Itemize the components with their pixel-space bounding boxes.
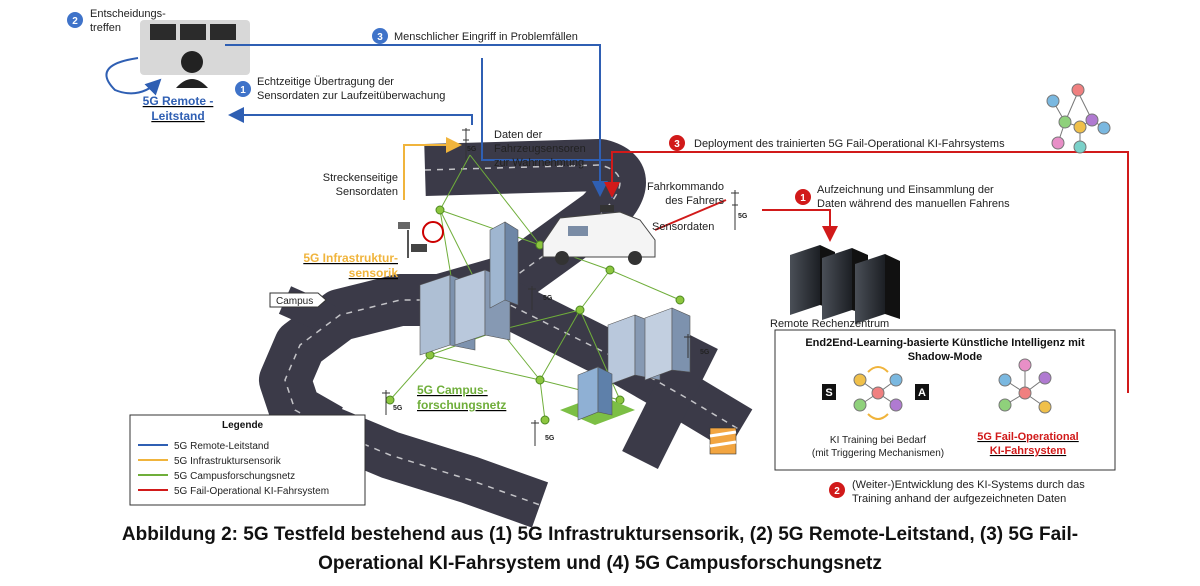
decision-meeting-label-2: treffen — [90, 22, 121, 34]
fiveg-tag: 5G — [393, 405, 403, 412]
driver-command-arrow — [654, 199, 727, 231]
figure-caption-line-2: Operational KI-Fahrsystem und (4) 5G Cam… — [318, 553, 882, 574]
badge-3-red — [669, 135, 685, 151]
fiveg-tag: 5G — [738, 213, 748, 220]
badges — [67, 12, 845, 498]
decision-meeting-label: Entscheidungs- — [90, 8, 166, 20]
antenna-tower — [462, 128, 470, 160]
development-label: (Weiter-)Entwicklung des KI-Systems durc… — [852, 479, 1085, 491]
remote-datacenter-label: Remote Rechenzentrum — [770, 318, 889, 330]
realtime-label: Echtzeitige Übertragung der — [257, 76, 394, 88]
badge-1-red — [795, 189, 811, 205]
campus-net-title: 5G Campus- — [417, 383, 488, 397]
sensordata-label: Sensordaten — [652, 221, 714, 233]
ki-training-label: KI Training bei Bedarf — [830, 435, 926, 446]
antenna-tower — [382, 390, 390, 415]
recording-arrow — [762, 209, 838, 242]
failop-network-icon — [998, 358, 1052, 414]
state-label: S — [825, 387, 832, 399]
construction-barrier — [709, 427, 737, 455]
vehicle — [542, 205, 656, 265]
badge-1-red-num: 1 — [800, 193, 806, 204]
campus-sign: Campus — [269, 292, 327, 308]
fiveg-tag: 5G — [700, 349, 710, 356]
legend-box — [129, 414, 366, 506]
infra-title: 5G Infrastruktur- — [303, 251, 398, 265]
neural-network-icon — [1046, 83, 1111, 154]
remote-center-title: 5G Remote - — [143, 94, 214, 108]
state-box — [822, 384, 836, 400]
deployment-label: Deployment des trainierten 5G Fail-Opera… — [694, 138, 1005, 150]
badge-3-blue — [372, 28, 388, 44]
badge-1-blue-num: 1 — [240, 85, 246, 96]
fiveg-tag: 5G — [543, 295, 553, 302]
human-intervention-arrow — [225, 44, 608, 197]
campus-net-title-2: forschungsnetz — [417, 398, 506, 412]
legend-item: 5G Remote-Leitstand — [174, 441, 269, 452]
vehicle-sensors-label-3: zur Wahrnehmung — [494, 157, 584, 169]
legend-item: 5G Campusforschungsnetz — [174, 471, 295, 482]
ki-training-network-icon — [853, 366, 903, 420]
human-intervention-label: Menschlicher Eingriff in Problemfällen — [394, 31, 578, 43]
vehicle-sensors-label-2: Fahrzeugsensoren — [494, 143, 586, 155]
antenna-tower — [684, 334, 692, 358]
antenna-tower — [528, 286, 536, 310]
legend-item: 5G Infrastruktursensorik — [174, 456, 282, 467]
legend-item: 5G Fail-Operational KI-Fahrsystem — [174, 486, 329, 497]
fiveg-tag: 5G — [467, 146, 477, 153]
roadside-sensor-arrow — [403, 137, 462, 200]
antenna-tower — [531, 420, 539, 446]
figure-caption-line-1: Abbildung 2: 5G Testfeld bestehend aus (… — [121, 524, 1079, 545]
badge-1-blue — [235, 81, 251, 97]
infra-title-2: sensorik — [349, 266, 399, 280]
badge-2-red — [829, 482, 845, 498]
fiveg-tag: 5G — [545, 435, 555, 442]
remote-control-center — [140, 20, 250, 88]
badge-3-blue-num: 3 — [377, 32, 383, 43]
e2e-title-2: Shadow-Mode — [908, 351, 983, 363]
badge-2-red-num: 2 — [834, 486, 840, 497]
campus-sign-label: Campus — [276, 296, 313, 307]
roadside-label-2: Sensordaten — [336, 186, 398, 198]
action-box — [915, 384, 929, 400]
remote-center-title-2: Leitstand — [151, 109, 204, 123]
driver-command-label: Fahrkommando — [647, 181, 724, 193]
recording-label: Aufzeichnung und Einsammlung der — [817, 184, 994, 196]
driver-command-label-2: des Fahrers — [665, 195, 724, 207]
remote-datacenter-servers — [790, 245, 900, 324]
antenna-tower — [731, 190, 739, 230]
recording-label-2: Daten während des manuellen Fahrens — [817, 198, 1010, 210]
infrastructure-camera — [398, 221, 444, 258]
fiveg-tags: 5G 5G 5G 5G 5G 5G — [393, 146, 748, 442]
e2e-title: End2End-Learning-basierte Künstliche Int… — [805, 337, 1085, 349]
deployment-arrow — [604, 151, 1129, 393]
badge-2-blue-num: 2 — [72, 16, 78, 27]
badge-2-blue — [67, 12, 83, 28]
ki-training-label-2: (mit Triggering Mechanismen) — [812, 448, 944, 459]
realtime-label-2: Sensordaten zur Laufzeitüberwachung — [257, 90, 445, 102]
vehicle-sensors-label: Daten der — [494, 129, 543, 141]
action-label: A — [918, 387, 926, 399]
roadside-label: Streckenseitige — [323, 172, 398, 184]
badge-3-red-num: 3 — [674, 139, 680, 150]
legend-title: Legende — [222, 420, 264, 431]
failop-title-2: KI-Fahrsystem — [990, 445, 1067, 457]
realtime-arrow — [228, 107, 473, 125]
development-label-2: Training anhand der aufgezeichneten Date… — [852, 493, 1066, 505]
decision-cycle-arrow — [105, 57, 162, 96]
antenna-towers — [382, 128, 739, 446]
failop-title: 5G Fail-Operational — [977, 431, 1078, 443]
city-buildings — [419, 221, 691, 425]
